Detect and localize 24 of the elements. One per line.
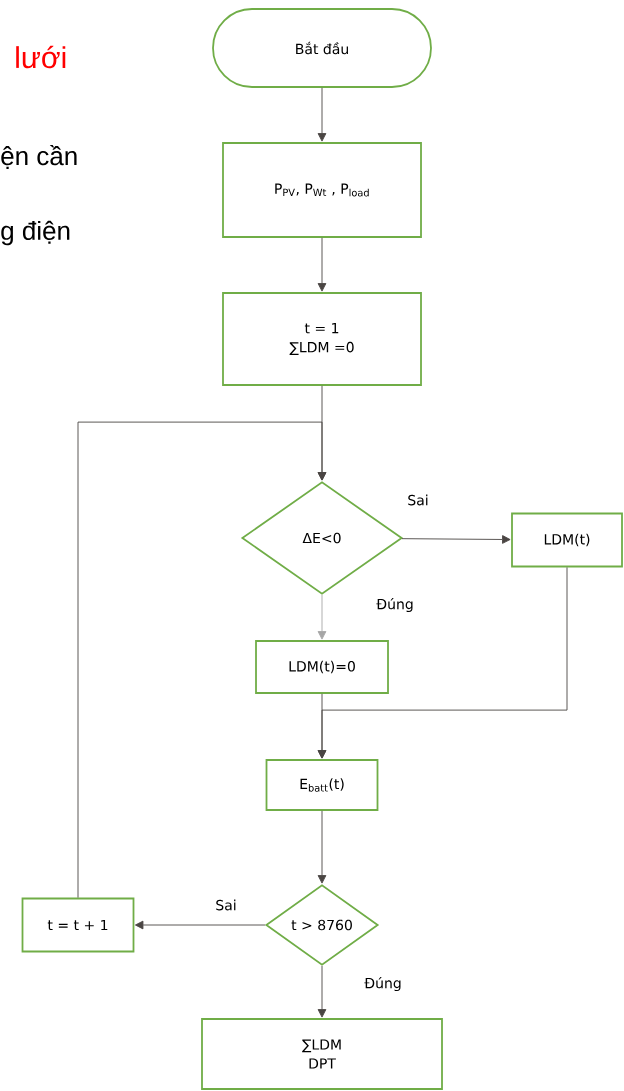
- arrow: [317, 237, 327, 292]
- process-box: t = t + 1: [21, 897, 135, 953]
- arrow: [77, 421, 327, 899]
- arrow: [317, 965, 327, 1018]
- text-fragment: g điện: [1, 220, 70, 246]
- arrow: [134, 920, 266, 930]
- arrow: [317, 87, 327, 142]
- edge-label: Đúng: [363, 975, 403, 993]
- arrow: [317, 810, 327, 884]
- arrow: [401, 535, 511, 544]
- process-box: P$_{PV}$, P$_{Wt}$ , P$_{load}$: [222, 142, 422, 238]
- process-box: t = 1 ∑LDM =0: [222, 292, 422, 386]
- process-box: E$_{batt}$(t): [265, 759, 379, 811]
- text-fragment: ện cần: [1, 145, 77, 169]
- start-terminal: Bắt đầu: [212, 8, 432, 88]
- process-box: LDM(t)=0: [255, 640, 389, 694]
- edge-label: Đúng: [375, 596, 415, 614]
- process-box: LDM(t): [511, 512, 623, 568]
- process-box: ∑LDM DPT: [201, 1018, 443, 1090]
- edge-label: Sai: [406, 493, 430, 507]
- text-fragment: lưới: [16, 45, 66, 69]
- arrow: [317, 594, 327, 640]
- edge-label: Sai: [214, 898, 238, 912]
- arrow: [317, 693, 327, 759]
